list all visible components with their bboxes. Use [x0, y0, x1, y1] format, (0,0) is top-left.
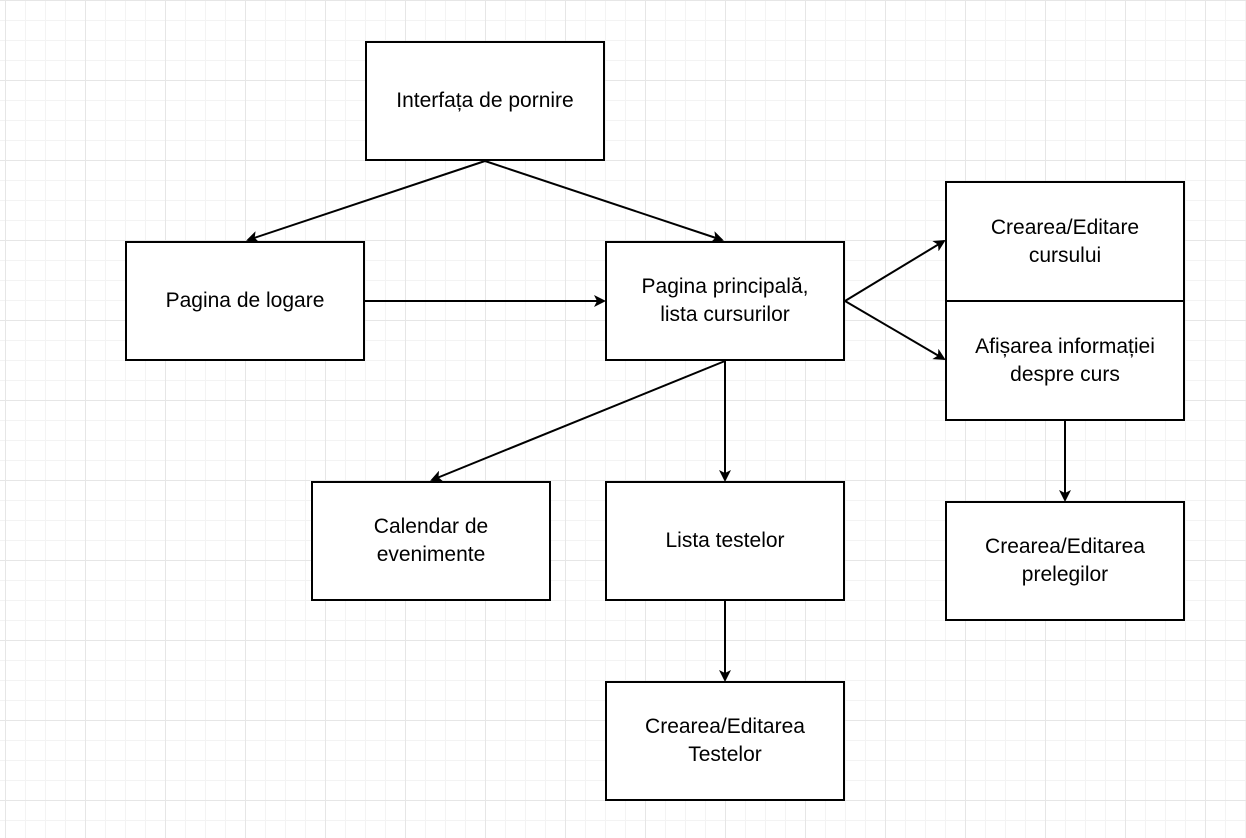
node-interfata-de-pornire[interactable]: Interfața de pornire: [365, 41, 605, 161]
arrow-interfata-to-principala[interactable]: [484, 160, 724, 243]
node-label: Interfața de pornire: [396, 89, 574, 112]
node-calendar-de-evenimente[interactable]: Calendar de evenimente: [311, 481, 551, 601]
node-label: Crearea/Editare cursului: [990, 215, 1140, 267]
node-pagina-principala[interactable]: Pagina principală, lista cursurilor: [605, 241, 845, 361]
node-label: Calendar de evenimente: [373, 515, 489, 566]
node-label: Pagina de logare: [165, 289, 325, 312]
arrow-principala-to-afisare[interactable]: [844, 300, 946, 361]
node-label: Crearea/Editarea prelegilor: [985, 535, 1145, 586]
node-crearea-editarea-prelegilor[interactable]: Crearea/Editarea prelegilor: [945, 501, 1185, 621]
node-crearea-editarea-testelor[interactable]: Crearea/Editarea Testelor: [605, 681, 845, 801]
node-pagina-de-logare[interactable]: Pagina de logare: [125, 241, 365, 361]
arrow-interfata-to-logare[interactable]: [246, 160, 486, 243]
arrow-principala-to-creare-curs[interactable]: [844, 239, 946, 302]
node-label: Pagina principală, lista cursurilor: [641, 275, 809, 326]
node-label: Lista testelor: [665, 529, 785, 552]
arrow-principala-to-calendar[interactable]: [430, 360, 726, 482]
node-afisarea-informatiei[interactable]: Afișarea informației despre curs: [945, 300, 1185, 421]
node-lista-testelor[interactable]: Lista testelor: [605, 481, 845, 601]
node-label: Crearea/Editarea Testelor: [645, 715, 805, 766]
node-crearea-editare-cursului[interactable]: Crearea/Editare cursului: [945, 181, 1185, 302]
node-label: Afișarea informației despre curs: [975, 334, 1155, 386]
